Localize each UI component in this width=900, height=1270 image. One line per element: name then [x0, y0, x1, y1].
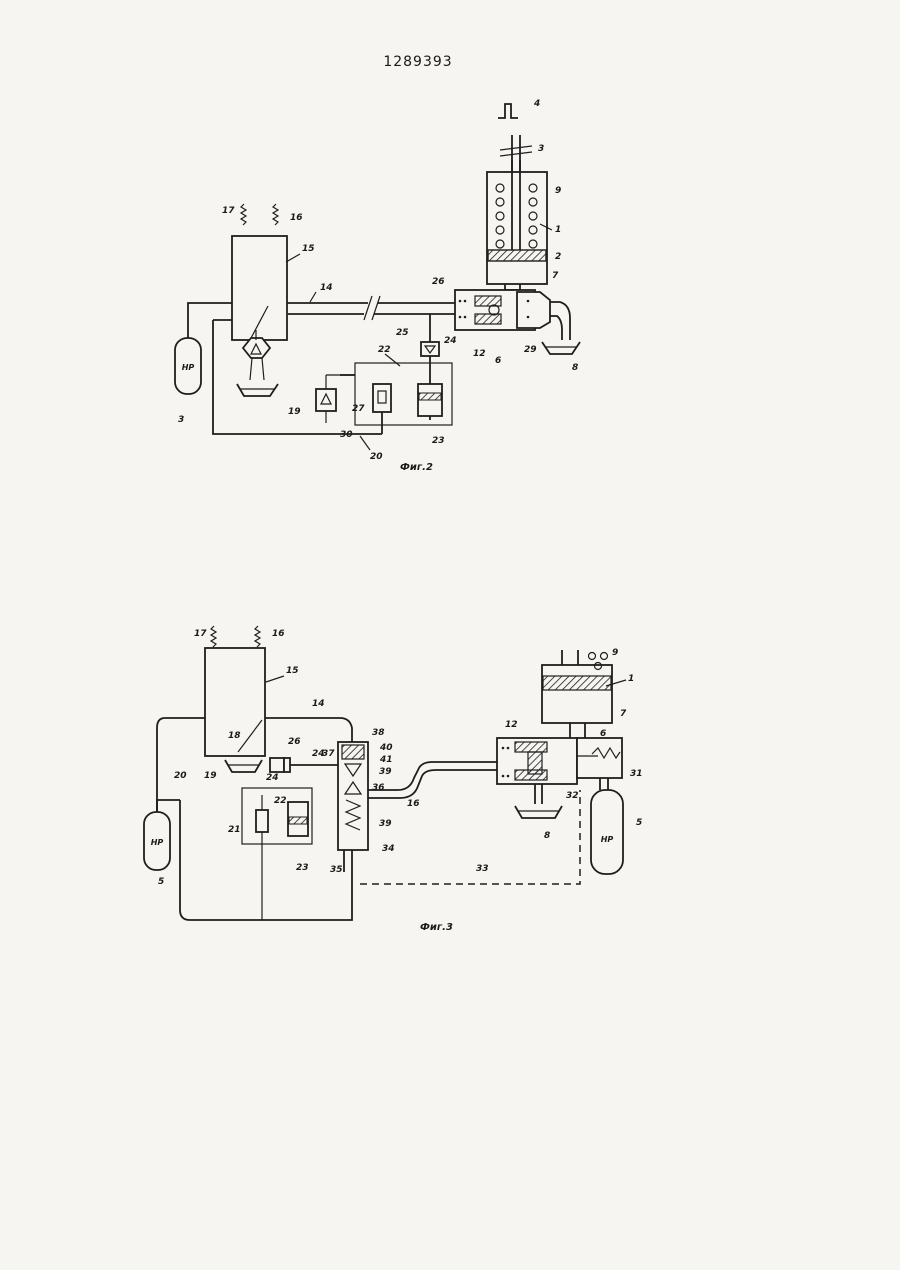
svg-text:16: 16: [290, 213, 303, 223]
svg-text:37: 37: [322, 749, 335, 759]
svg-text:5: 5: [158, 877, 164, 887]
piston: [488, 250, 546, 261]
svg-text:7: 7: [552, 271, 559, 281]
heater-17-fig3: [211, 626, 216, 647]
svg-text:9: 9: [555, 186, 561, 196]
svg-text:3: 3: [178, 415, 184, 425]
svg-text:29: 29: [524, 345, 537, 355]
svg-text:5: 5: [636, 818, 642, 828]
sensor-21: [256, 810, 268, 832]
svg-text:20: 20: [370, 452, 383, 462]
svg-text:15: 15: [286, 666, 299, 676]
svg-text:17: 17: [194, 629, 207, 639]
svg-text:41: 41: [379, 755, 393, 765]
figure-2-caption: Фиг.2: [400, 462, 433, 473]
svg-text:39: 39: [379, 819, 392, 829]
svg-text:14: 14: [320, 283, 333, 293]
document-number: 1289393: [383, 54, 452, 70]
svg-text:22: 22: [274, 796, 287, 806]
separator: [243, 338, 270, 358]
svg-text:12: 12: [473, 349, 486, 359]
drain-tank-19: [237, 384, 278, 396]
svg-text:35: 35: [330, 865, 343, 875]
svg-text:31: 31: [630, 769, 643, 779]
svg-text:HP: HP: [182, 363, 195, 372]
hydraulic-cylinder-fig3: [542, 665, 612, 723]
valve-26: [270, 758, 284, 772]
svg-text:2: 2: [555, 252, 561, 262]
svg-text:6: 6: [600, 729, 606, 739]
svg-text:8: 8: [544, 831, 550, 841]
sensor-27: [373, 384, 391, 412]
svg-text:19: 19: [204, 771, 217, 781]
figure-2: 4 3 9 1 2 7: [175, 99, 580, 473]
svg-text:23: 23: [432, 436, 445, 446]
svg-text:33: 33: [476, 864, 489, 874]
svg-text:40: 40: [379, 743, 393, 753]
heater-16-fig3: [255, 626, 260, 647]
figure-3: 17 16 15 18 14 20 19 24 26 24 22 21 23: [144, 626, 643, 933]
drain-tank-8: [542, 342, 580, 354]
svg-text:18: 18: [228, 731, 241, 741]
svg-text:16: 16: [272, 629, 285, 639]
svg-text:36: 36: [372, 783, 385, 793]
svg-text:HP: HP: [151, 838, 164, 847]
svg-text:19: 19: [288, 407, 301, 417]
svg-text:1: 1: [555, 225, 561, 235]
svg-text:27: 27: [352, 404, 365, 414]
svg-text:15: 15: [302, 244, 315, 254]
svg-text:1: 1: [628, 674, 634, 684]
svg-text:HP: HP: [601, 835, 614, 844]
pulse-symbol: [498, 104, 518, 118]
drain-tank-19-fig3: [225, 760, 262, 772]
svg-text:7: 7: [620, 709, 627, 719]
heater-17: [241, 204, 246, 225]
svg-text:8: 8: [572, 363, 578, 373]
svg-text:20: 20: [174, 771, 187, 781]
svg-text:30: 30: [340, 430, 353, 440]
svg-text:39: 39: [379, 767, 392, 777]
svg-text:32: 32: [566, 791, 579, 801]
svg-text:25: 25: [396, 328, 409, 338]
svg-text:21: 21: [228, 825, 241, 835]
svg-text:17: 17: [222, 206, 235, 216]
label-3: 3: [538, 144, 544, 154]
heater-16: [273, 204, 278, 225]
unit-30: [316, 389, 336, 411]
svg-text:38: 38: [372, 728, 385, 738]
figure-3-caption: Фиг.3: [420, 922, 453, 933]
svg-text:34: 34: [382, 844, 395, 854]
svg-text:24: 24: [444, 336, 457, 346]
svg-text:9: 9: [612, 648, 618, 658]
svg-text:23: 23: [296, 863, 309, 873]
svg-text:12: 12: [505, 720, 518, 730]
svg-text:26: 26: [432, 277, 445, 287]
svg-text:6: 6: [495, 356, 501, 366]
label-4: 4: [533, 99, 540, 109]
relief-valve-31: [577, 738, 622, 778]
drain-tank-8-fig3: [515, 806, 562, 818]
svg-text:14: 14: [312, 699, 325, 709]
svg-text:26: 26: [288, 737, 301, 747]
tank-15: [232, 236, 287, 340]
hp-bottle-fig3-right: [591, 790, 623, 874]
svg-text:16: 16: [407, 799, 420, 809]
svg-text:24: 24: [266, 773, 279, 783]
svg-text:22: 22: [378, 345, 391, 355]
